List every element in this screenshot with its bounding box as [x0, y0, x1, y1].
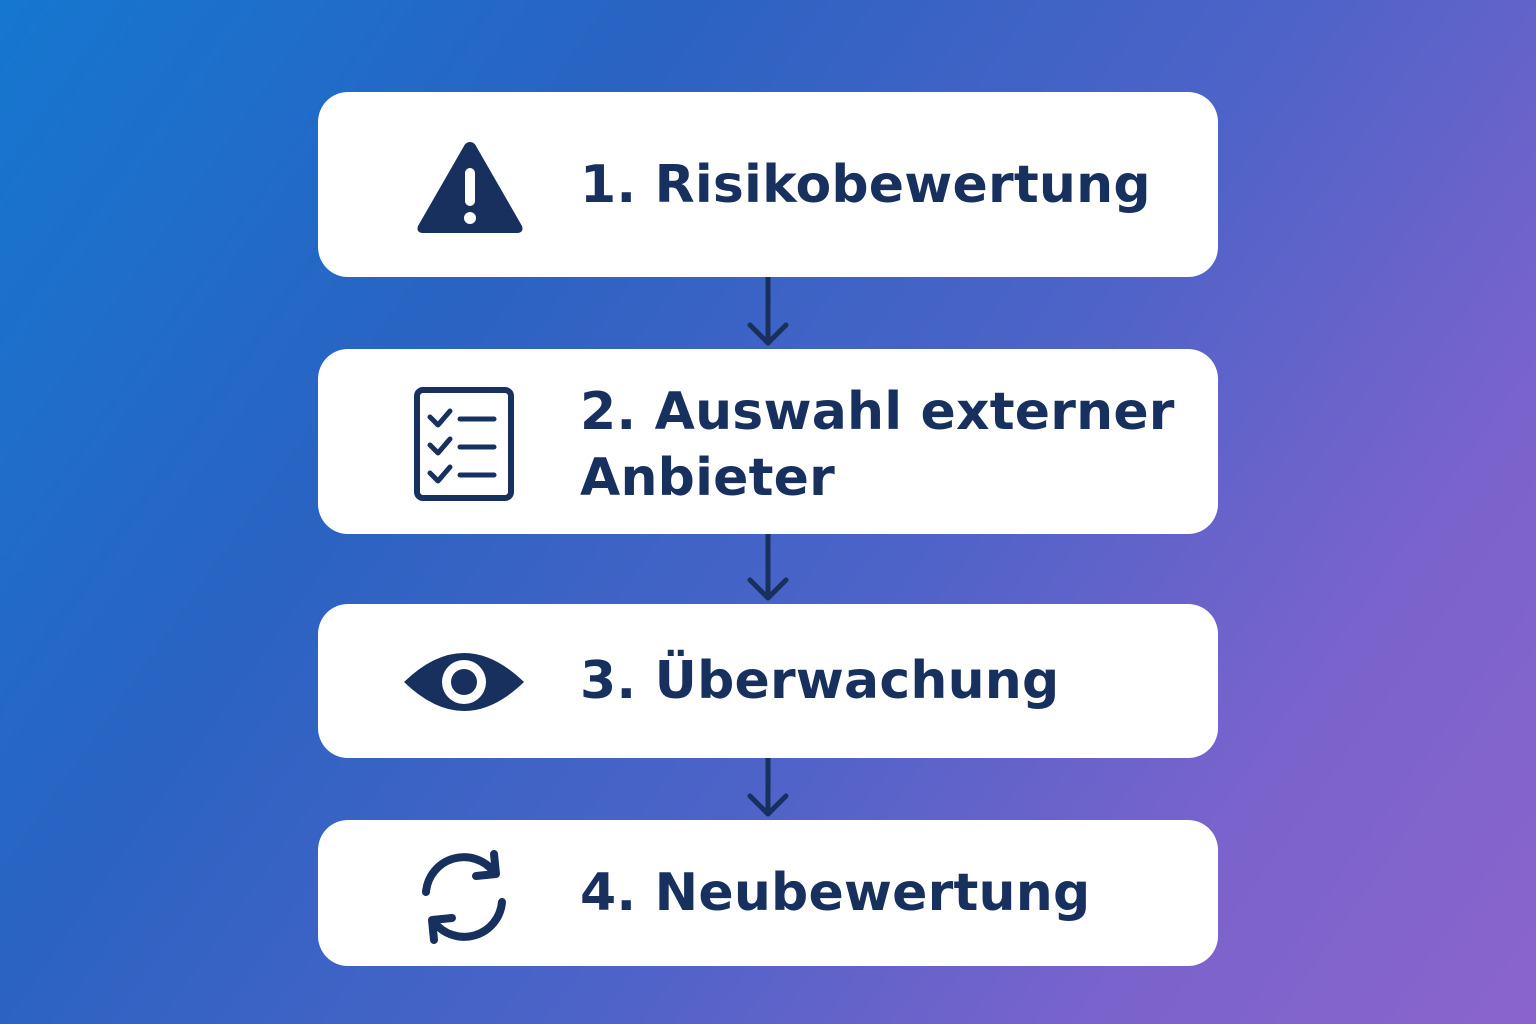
eye-icon	[402, 644, 526, 720]
step-label: 2. Auswahl externer	[580, 382, 1175, 442]
step-card-monitoring: 3. Überwachung	[318, 604, 1218, 758]
step-label: 3. Überwachung	[580, 651, 1060, 711]
refresh-icon	[414, 848, 514, 946]
checklist-icon	[414, 387, 514, 503]
step-card-vendor-selection: 2. Auswahl externer Anbieter	[318, 349, 1218, 534]
flow-arrow	[746, 277, 790, 349]
step-card-reassessment: 4. Neubewertung	[318, 820, 1218, 966]
flow-arrow	[746, 534, 790, 604]
flow-arrow	[746, 758, 790, 820]
step-card-risk-assessment: 1. Risikobewertung	[318, 92, 1218, 277]
step-label-line-2: Anbieter	[580, 448, 835, 508]
warning-icon	[414, 136, 526, 238]
step-label: 4. Neubewertung	[580, 863, 1091, 923]
step-label: 1. Risikobewertung	[580, 155, 1151, 215]
